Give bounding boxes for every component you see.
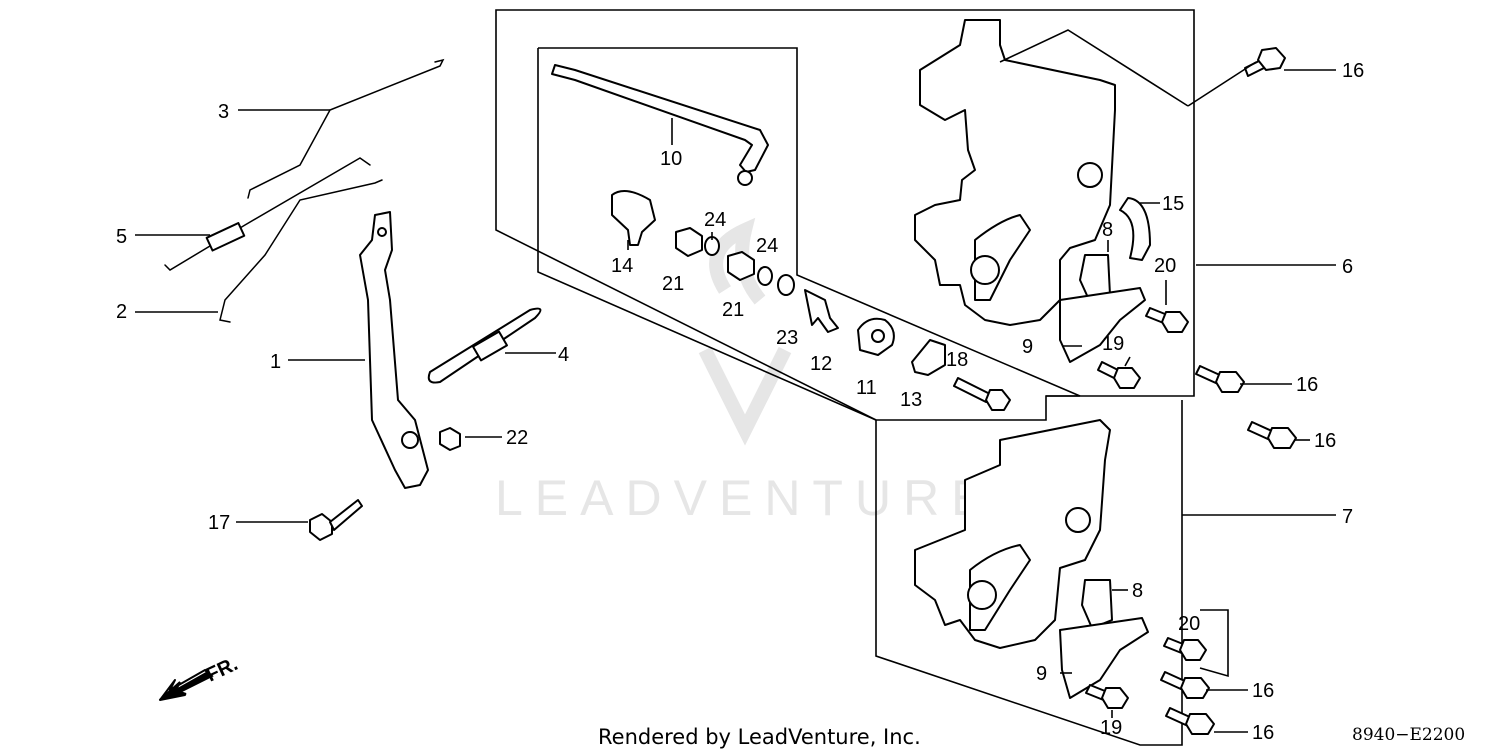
- callout-8[interactable]: 8: [1132, 580, 1143, 602]
- bracket-7-knob: [967, 580, 997, 610]
- lever-1[interactable]: [359, 211, 429, 489]
- cable-10-eye: [737, 170, 753, 186]
- plate-9b[interactable]: [1059, 617, 1149, 699]
- callout-18[interactable]: 18: [946, 349, 968, 371]
- callout-21[interactable]: 21: [722, 299, 744, 321]
- callout-8[interactable]: 8: [1102, 219, 1113, 241]
- arrow-down-left-icon: [158, 669, 214, 701]
- bracket-7[interactable]: [914, 419, 1111, 649]
- callout-15[interactable]: 15: [1162, 193, 1184, 215]
- bolt-20b[interactable]: [1163, 637, 1207, 661]
- callout-1[interactable]: 1: [270, 351, 281, 373]
- callout-20[interactable]: 20: [1154, 255, 1176, 277]
- clip-14[interactable]: [611, 190, 656, 246]
- plate-9a[interactable]: [1059, 287, 1146, 363]
- lever-1-hole: [377, 227, 387, 237]
- cable-10[interactable]: [551, 64, 769, 173]
- callout-22[interactable]: 22: [506, 427, 528, 449]
- bolt-16d[interactable]: [1160, 671, 1210, 699]
- footer-credit: Rendered by LeadVenture, Inc.: [598, 725, 921, 749]
- callout-21[interactable]: 21: [662, 273, 684, 295]
- bracket-7-hole: [1065, 507, 1091, 533]
- callout-9[interactable]: 9: [1036, 663, 1047, 685]
- spring-15[interactable]: [1119, 197, 1151, 261]
- callout-20[interactable]: 20: [1178, 613, 1200, 635]
- callout-24[interactable]: 24: [704, 209, 726, 231]
- callout-23[interactable]: 23: [776, 327, 798, 349]
- plate-8b[interactable]: [1081, 579, 1113, 629]
- callout-7[interactable]: 7: [1342, 506, 1353, 528]
- callout-14[interactable]: 14: [611, 255, 633, 277]
- callout-19[interactable]: 19: [1102, 333, 1124, 355]
- callout-11[interactable]: 11: [856, 377, 877, 399]
- callout-10[interactable]: 10: [660, 148, 682, 170]
- washer-23[interactable]: [777, 274, 795, 296]
- callout-16[interactable]: 16: [1252, 722, 1274, 744]
- washer-24b[interactable]: [757, 266, 773, 286]
- bracket-6[interactable]: [914, 19, 1116, 326]
- direction-label: FR.: [203, 653, 241, 687]
- callout-12[interactable]: 12: [810, 353, 832, 375]
- group-outline-6: [495, 9, 1195, 421]
- bolt-19b[interactable]: [1085, 684, 1129, 709]
- spring-rod-5[interactable]: [164, 157, 371, 271]
- cam-11-hole: [871, 329, 885, 343]
- callout-16[interactable]: 16: [1342, 60, 1364, 82]
- bracket-6-hole: [1077, 162, 1103, 188]
- bolt-19a[interactable]: [1097, 361, 1141, 389]
- callout-17[interactable]: 17: [208, 512, 230, 534]
- bolt-17[interactable]: [309, 499, 363, 541]
- rod-2[interactable]: [219, 179, 383, 323]
- bolt-20a[interactable]: [1145, 307, 1189, 333]
- watermark-text: LEADVENTURE: [495, 470, 997, 526]
- callout-4[interactable]: 4: [558, 344, 569, 366]
- lever-1-pivot: [401, 431, 419, 449]
- group-outline-7: [875, 400, 1183, 746]
- callout-9[interactable]: 9: [1022, 336, 1033, 358]
- collar-13[interactable]: [911, 339, 946, 376]
- bolt-16c[interactable]: [1247, 421, 1297, 449]
- callout-16[interactable]: 16: [1252, 680, 1274, 702]
- diagram-code: 8940−E2200: [1352, 725, 1465, 745]
- bolt-18[interactable]: [953, 377, 1011, 411]
- rod-3[interactable]: [247, 58, 445, 199]
- nut-22[interactable]: [439, 427, 461, 451]
- callout-2[interactable]: 2: [116, 301, 127, 323]
- bracket-6-knob: [970, 255, 1000, 285]
- callout-24[interactable]: 24: [756, 235, 778, 257]
- callout-6[interactable]: 6: [1342, 256, 1353, 278]
- spring-4-coil: [472, 330, 508, 362]
- lever-12[interactable]: [804, 289, 839, 333]
- callout-16[interactable]: 16: [1314, 430, 1336, 452]
- bolt-16a[interactable]: [1244, 47, 1286, 77]
- nut-21b[interactable]: [727, 251, 755, 281]
- watermark-logo: [698, 217, 792, 446]
- nut-21a[interactable]: [675, 227, 703, 257]
- callout-5[interactable]: 5: [116, 226, 127, 248]
- group-outline-inner: [538, 47, 1081, 397]
- leader-lines: [135, 29, 1336, 733]
- callout-19[interactable]: 19: [1100, 717, 1122, 739]
- group-outline-inner-left: [537, 48, 877, 421]
- bolt-16e[interactable]: [1165, 707, 1215, 735]
- callout-13[interactable]: 13: [900, 389, 922, 411]
- callout-3[interactable]: 3: [218, 101, 229, 123]
- callout-16[interactable]: 16: [1296, 374, 1318, 396]
- bolt-16b[interactable]: [1195, 365, 1245, 393]
- spring-5[interactable]: [205, 222, 246, 252]
